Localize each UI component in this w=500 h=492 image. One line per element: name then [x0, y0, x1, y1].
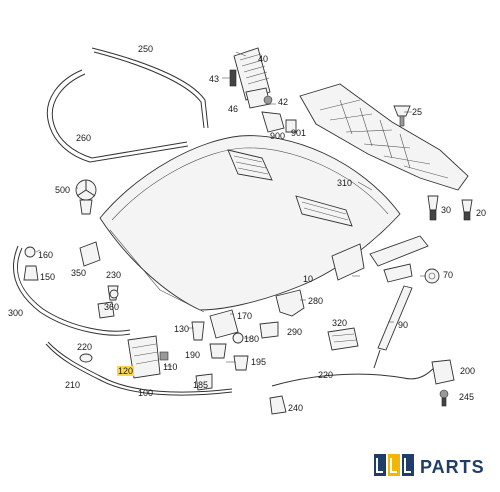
label-240: 240: [288, 403, 304, 413]
label-310: 310: [337, 178, 353, 188]
label-120: 120: [117, 366, 135, 376]
label-901: 901: [291, 128, 307, 138]
label-40: 40: [258, 54, 269, 64]
label-10: 10: [303, 274, 314, 284]
label-70: 70: [443, 270, 454, 280]
label-290: 290: [287, 327, 303, 337]
hood-seal-strip: [91, 47, 209, 129]
front-seal-strip-inner: [51, 73, 188, 159]
label-42: 42: [278, 97, 289, 107]
bumper-stops: [23, 246, 39, 281]
label-500: 500: [55, 185, 71, 195]
badge-star: [75, 179, 97, 215]
label-230: 230: [106, 270, 122, 280]
latch-parts-left: [79, 241, 119, 319]
label-20: 20: [476, 208, 487, 218]
lll-parts-logo: [374, 454, 414, 476]
seal-strip-300: [12, 245, 131, 336]
hood-panel: [99, 135, 401, 313]
label-350: 350: [71, 268, 87, 278]
label-300: 300: [8, 308, 24, 318]
cap-230: [79, 353, 93, 363]
bolt-245: [439, 389, 449, 407]
label-30: 30: [441, 205, 452, 215]
latch-hardware: [191, 321, 249, 371]
front-seal-strip: [46, 69, 189, 163]
label-110: 110: [163, 362, 178, 372]
logo-text: PARTS: [420, 457, 485, 477]
release-cable-220: [271, 365, 437, 387]
gas-strut: [373, 285, 413, 369]
clip-25: [393, 105, 411, 127]
grommet-70: [424, 268, 440, 284]
label-25: 25: [412, 107, 423, 117]
grille-plate: [233, 47, 271, 101]
label-250: 250: [138, 44, 154, 54]
release-handle: [195, 373, 213, 391]
label-360: 360: [104, 302, 120, 312]
label-43: 43: [209, 74, 220, 84]
label-195: 195: [251, 357, 267, 367]
label-90: 90: [398, 320, 409, 330]
label-170: 170: [237, 311, 253, 321]
handle-200: [431, 359, 455, 385]
bracket-280: [275, 289, 305, 317]
label-200: 200: [460, 366, 476, 376]
label-210: 210: [65, 380, 81, 390]
label-280: 280: [308, 296, 324, 306]
label-185: 185: [193, 380, 209, 390]
label-180: 180: [244, 334, 260, 344]
hood-lock: [127, 335, 169, 379]
hood-seal-strip-inner: [93, 51, 205, 129]
label-245: 245: [459, 392, 475, 402]
label-150: 150: [40, 272, 56, 282]
clip-290: [259, 321, 279, 339]
label-320: 320: [332, 318, 348, 328]
release-cable-210: [45, 343, 233, 396]
label-190: 190: [185, 350, 201, 360]
cover-320: [327, 327, 359, 351]
cowl-panel: [299, 83, 469, 191]
label-100: 100: [138, 388, 154, 398]
hinge-assembly: [331, 235, 429, 283]
label-130: 130: [174, 324, 190, 334]
latch-170: [209, 309, 239, 339]
leader-lines: [35, 51, 426, 367]
label-260: 260: [76, 133, 92, 143]
label-160: 160: [38, 250, 54, 260]
label-46: 46: [228, 104, 239, 114]
label-230-cap: 220: [77, 342, 93, 352]
clip-240: [269, 395, 287, 415]
bolts-30-20: [427, 195, 473, 221]
label-220: 220: [318, 370, 334, 380]
label-900: 900: [270, 131, 286, 141]
